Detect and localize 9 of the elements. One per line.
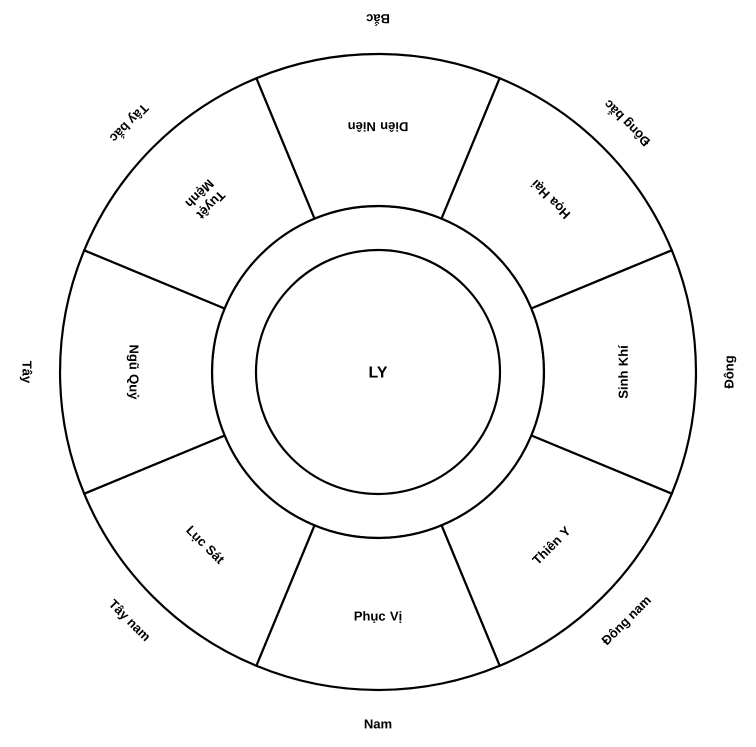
sector: Ngũ Quỷ <box>58 249 226 495</box>
sector: Sinh Khí <box>530 249 698 495</box>
direction-label: Nam <box>364 719 392 729</box>
direction-label: Tây <box>20 360 32 384</box>
sector: Phục Vị <box>255 524 501 692</box>
direction-label: Đông <box>724 356 736 389</box>
direction-label: Bắc <box>366 14 390 26</box>
direction-label: Tây bắc <box>110 104 150 141</box>
sector: Diên Niên <box>255 52 501 220</box>
